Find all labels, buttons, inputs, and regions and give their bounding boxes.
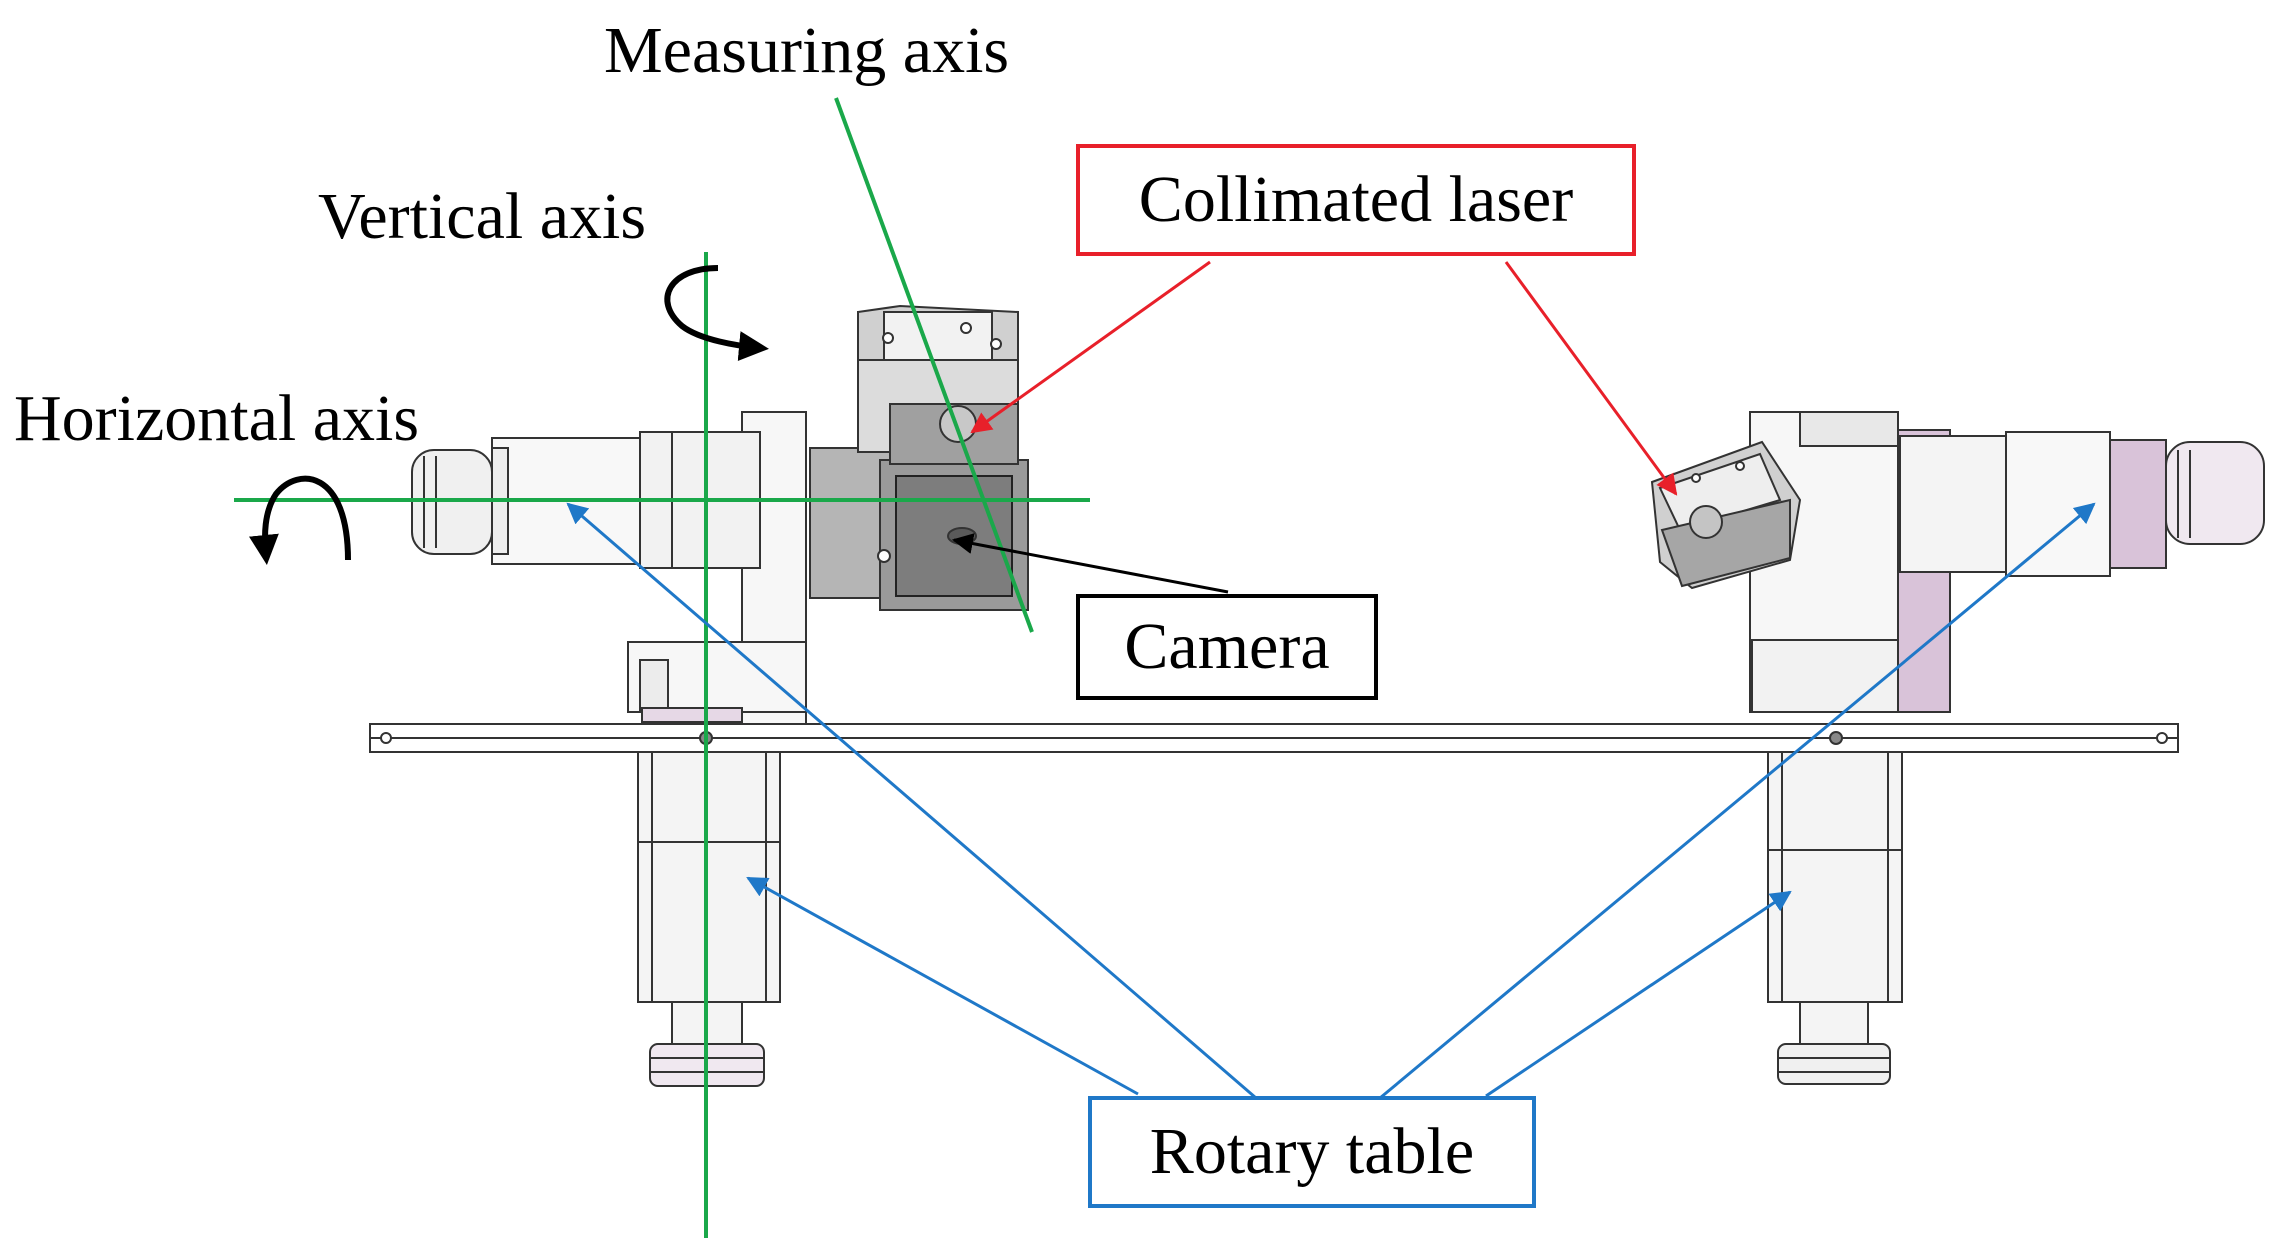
measuring-axis-line [834,97,1034,633]
right-horizontal-motor [1899,435,2007,573]
right-lower-rotary-stage [1767,751,1903,1003]
rotary-callout-arrow-3 [1379,502,2096,1100]
horizontal-rotation-arrow-icon [248,475,351,565]
base-rail [369,723,2179,753]
right-assembly [1650,411,2265,1085]
vertical-rotation-arrow-icon [664,265,769,362]
left-lower-rotary-stage [637,741,781,1003]
right-bottom-knob [1799,1001,1869,1045]
rotary-callout-arrow-2 [746,876,1139,1096]
rotary-table-label: Rotary table [1088,1096,1536,1208]
rotary-callout-arrow-4 [1485,890,1792,1098]
collimated-laser-label: Collimated laser [1076,144,1636,256]
left-laser-aperture [939,405,977,443]
vertical-axis-label: Vertical axis [318,180,647,253]
horizontal-axis-label: Horizontal axis [14,382,420,455]
left-assembly [411,304,1029,1087]
rotation-arrows [248,265,769,565]
right-end-knob [2165,441,2265,545]
callout-arrows [566,260,2096,1100]
camera-callout-arrow [951,533,1229,594]
camera-label: Camera [1076,594,1378,700]
laser-callout-arrow-right [1504,261,1678,496]
measuring-axis-label: Measuring axis [604,14,1010,87]
right-laser-aperture [1689,505,1723,539]
laser-callout-arrow-left [970,260,1211,434]
rotary-callout-arrow-1 [566,502,1257,1100]
axis-lines [234,97,1090,1238]
